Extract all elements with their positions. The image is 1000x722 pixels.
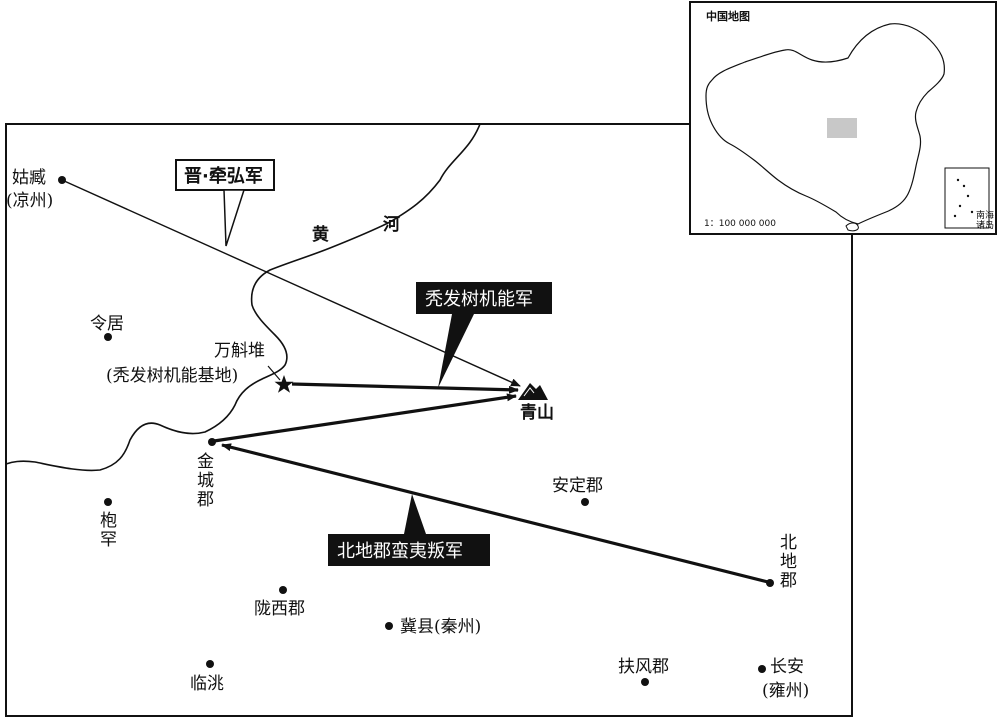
scs-box (944, 167, 990, 229)
inset-china-map: 中国地图 南海 诸岛 1：100 000 000 (689, 1, 997, 235)
marker-lintao (206, 660, 214, 668)
place-lintao: 临洮 (190, 674, 224, 694)
label-jin-army-box (175, 159, 275, 191)
place-beidi-3: 郡 (780, 571, 797, 591)
label-beidi-rebels-box (328, 534, 490, 566)
river-label-he: 河 (383, 215, 400, 235)
marker-longxi (279, 586, 287, 594)
route-tufa-army (291, 382, 519, 394)
mountain-icon (518, 383, 548, 400)
place-baohan-2: 罕 (100, 530, 117, 550)
label-beidi-rebels: 北地郡蛮夷叛军 (328, 494, 490, 566)
route-beidi-rebels (221, 443, 769, 584)
place-guzang: 姑臧 (12, 167, 46, 188)
place-jincheng-1: 金 (197, 452, 214, 472)
place-wanhudui-sub: (秃发树机能基地) (106, 366, 238, 386)
route-jincheng-qingshan (213, 393, 517, 443)
label-tufa-army: 秃发树机能军 (416, 282, 552, 388)
label-jin-army-pointer (223, 189, 246, 247)
place-lingju: 令居 (90, 314, 124, 334)
label-tufa-army-box (416, 282, 552, 314)
place-anding: 安定郡 (552, 476, 603, 496)
yellow-river (5, 123, 481, 472)
china-outline (705, 23, 945, 225)
marker-jixian (385, 622, 393, 630)
marker-jincheng (208, 438, 216, 446)
hainan-island (845, 222, 859, 232)
marker-guzang (58, 176, 66, 184)
marker-anding (581, 498, 589, 506)
place-jincheng-3: 郡 (197, 490, 214, 510)
star-icon (274, 375, 294, 393)
scs-islands (953, 178, 974, 218)
label-beidi-rebels-text: 北地郡蛮夷叛军 (337, 541, 463, 562)
place-beidi-2: 地 (780, 552, 797, 572)
scs-label-1: 南海 (976, 209, 994, 221)
label-jin-army: 晋·牵弘军 (175, 159, 275, 247)
place-guzang-sub: (凉州) (6, 191, 53, 211)
place-wanhudui: 万斛堆 (214, 341, 265, 361)
place-longxi: 陇西郡 (254, 599, 305, 619)
inset-highlight-area (827, 118, 857, 138)
place-baohan-1: 枹 (100, 511, 117, 531)
scs-label-2: 诸岛 (976, 219, 994, 231)
place-fufeng: 扶风郡 (618, 657, 669, 677)
label-tufa-army-text: 秃发树机能军 (425, 289, 533, 310)
label-beidi-rebels-pointer (404, 494, 426, 534)
place-beidi-1: 北 (780, 533, 797, 553)
river-label-huang: 黄 (312, 224, 329, 245)
marker-fufeng (641, 678, 649, 686)
inset-title: 中国地图 (706, 9, 750, 23)
label-tufa-army-pointer (438, 314, 474, 388)
place-changan-sub: (雍州) (762, 681, 809, 701)
marker-changan (758, 665, 766, 673)
place-markers (58, 176, 774, 686)
marker-lingju (104, 333, 112, 341)
marker-beidi (766, 579, 774, 587)
place-changan: 长安 (770, 657, 804, 677)
route-jin-army (61, 179, 521, 387)
place-jixian: 冀县(秦州) (400, 617, 481, 637)
wanhudui-leader (267, 365, 281, 381)
inset-scale: 1：100 000 000 (704, 219, 776, 229)
label-jin-army-text: 晋·牵弘军 (184, 165, 263, 187)
marker-baohan (104, 498, 112, 506)
place-qingshan: 青山 (520, 402, 554, 423)
place-jincheng-2: 城 (197, 471, 214, 491)
